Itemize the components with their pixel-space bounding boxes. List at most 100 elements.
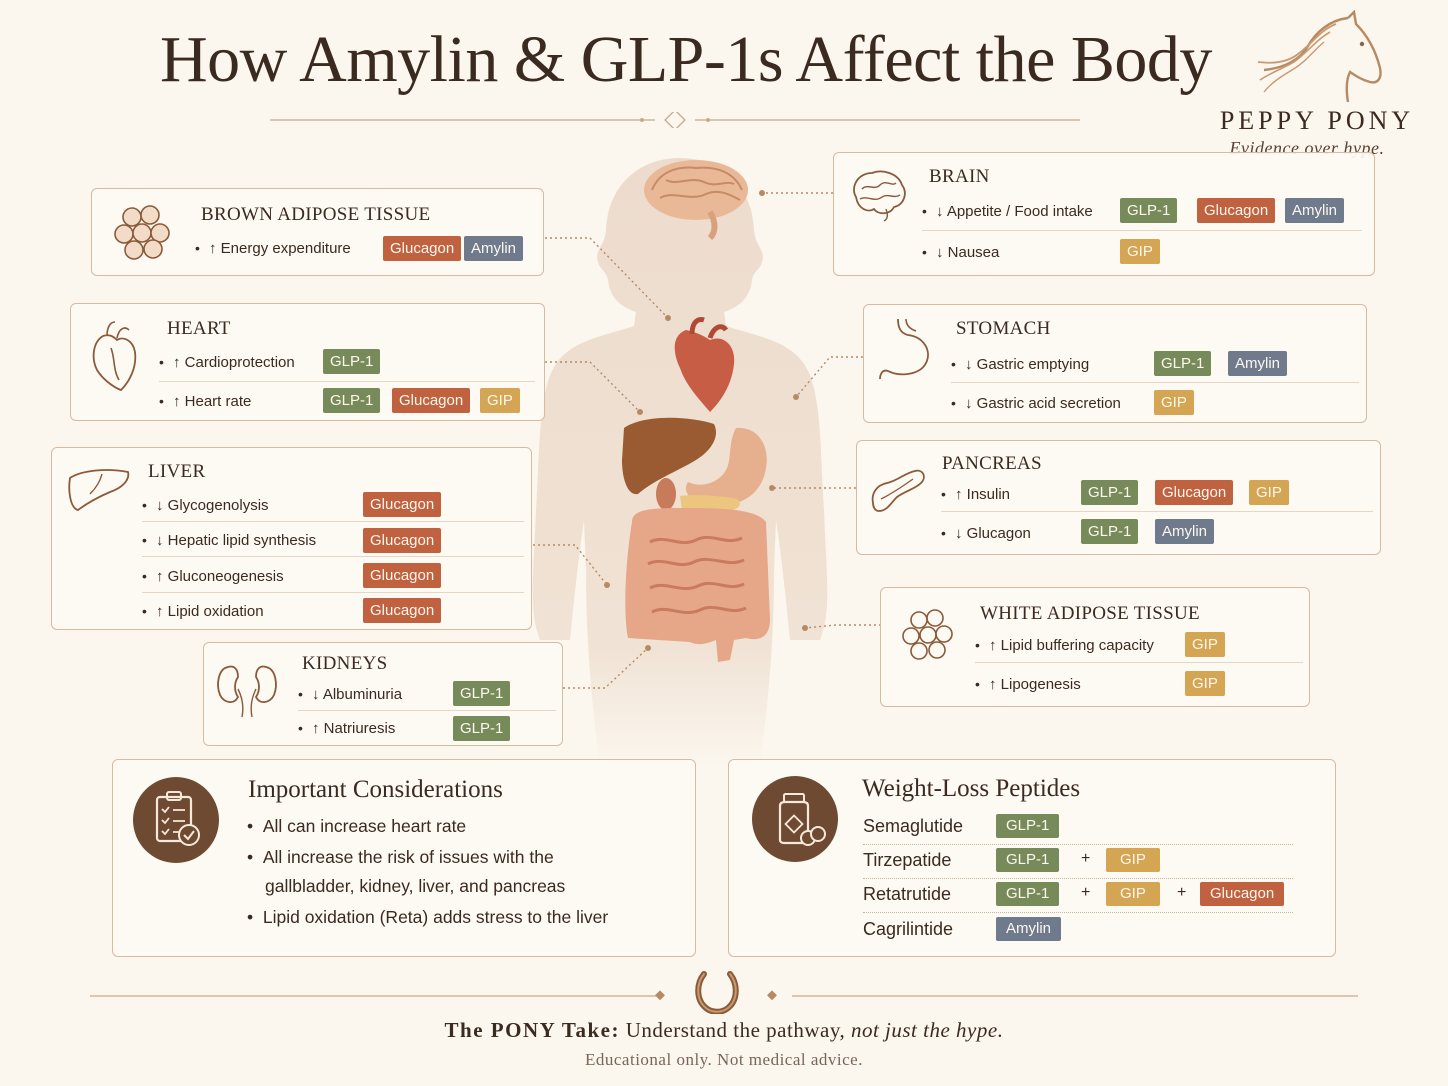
tag-glucagon: Glucagon [363,563,442,588]
tag-glucagon: Glucagon [383,236,462,261]
title-divider [270,112,1080,128]
tag-glucagon: Glucagon [363,492,442,517]
pancreas-icon [871,469,925,512]
heart-row: •↑ Cardioprotection [159,353,295,371]
pancreas-row: •↓ Glucagon [941,524,1031,542]
stomach-row: •↓ Gastric acid secretion [951,394,1121,412]
page-title: How Amylin & GLP-1s Affect the Body [160,23,1212,96]
row-divider [951,382,1359,383]
tag-glucagon: Glucagon [1200,882,1285,906]
white-adipose-row: •↑ Lipogenesis [975,675,1081,693]
pony-take-label: The PONY Take: [444,1018,620,1042]
liver-row: •↑ Lipid oxidation [142,602,264,620]
brain-title: BRAIN [929,166,990,187]
peptides-title: Weight-Loss Peptides [862,775,1081,802]
brain-icon [853,170,906,222]
considerations-card: Important Considerations • All can incre… [112,759,696,957]
tag-glucagon: Glucagon [363,598,442,623]
clipboard-check-icon [133,777,219,863]
plus-sign: + [1177,884,1187,901]
liver-row: •↓ Hepatic lipid synthesis [142,531,317,549]
row-divider [142,556,524,557]
heart-icon [92,321,137,392]
liver-title: LIVER [148,461,206,482]
row-divider [142,521,524,522]
white-adipose-title: WHITE ADIPOSE TISSUE [980,603,1200,624]
heart-title: HEART [167,318,231,339]
kidneys-title: KIDNEYS [302,653,388,674]
tag-glp1: GLP-1 [1081,519,1139,544]
pancreas-illustration [680,495,740,512]
consideration-item: • All can increase heart rate [247,816,467,836]
tag-gip: GIP [1106,848,1160,872]
tag-gip: GIP [1249,480,1289,505]
heart-row: •↑ Heart rate [159,392,252,410]
consideration-item: • All increase the risk of issues with t… [247,847,554,867]
peptide-name: Retatrutide [863,884,952,904]
liver-illustration [622,417,716,495]
brain-row: •↓ Nausea [922,243,1000,261]
tag-glp1: GLP-1 [1120,198,1178,223]
pony-take: The PONY Take: Understand the pathway, n… [0,1018,1448,1043]
row-divider [142,592,524,593]
tag-glp1: GLP-1 [1081,480,1139,505]
stomach-card: STOMACH •↓ Gastric emptying GLP-1 Amylin… [863,304,1367,423]
brand-name: PEPPY PONY [1219,106,1415,135]
consideration-item-continued: gallbladder, kidney, liver, and pancreas [265,876,566,896]
tag-gip: GIP [1106,882,1160,906]
fat-cells-icon [902,609,953,660]
tag-glp1: GLP-1 [996,814,1060,838]
considerations-title: Important Considerations [248,776,503,803]
tag-glucagon: Glucagon [1197,198,1276,223]
tag-glp1: GLP-1 [996,848,1060,872]
brown-adipose-card: BROWN ADIPOSE TISSUE •↑ Energy expenditu… [91,188,544,276]
pony-take-text: Understand the pathway, [625,1018,846,1042]
tag-glucagon: Glucagon [1155,480,1234,505]
tag-amylin: Amylin [1285,198,1345,223]
medicine-bottle-icon [752,776,838,862]
peptide-name: Semaglutide [863,816,964,836]
consideration-item: • Lipid oxidation (Reta) adds stress to … [247,907,609,927]
tag-amylin: Amylin [996,917,1062,941]
brain-row: •↓ Appetite / Food intake [922,202,1093,220]
heart-illustration [674,317,735,412]
row-divider [298,710,556,711]
kidneys-row: •↓ Albuminuria [298,685,403,703]
horseshoe-icon [695,971,739,1014]
white-adipose-card: WHITE ADIPOSE TISSUE •↑ Lipid buffering … [880,587,1310,707]
tag-gip: GIP [1185,632,1225,657]
pancreas-card: PANCREAS •↑ Insulin GLP-1 Glucagon GIP •… [856,440,1381,555]
peptide-name: Tirzepatide [863,850,952,870]
heart-card: HEART •↑ Cardioprotection GLP-1 •↑ Heart… [70,303,545,421]
white-adipose-row: •↑ Lipid buffering capacity [975,636,1154,654]
peptides-card: Weight-Loss Peptides Semaglutide GLP-1 T… [728,759,1336,957]
liver-row: •↑ Gluconeogenesis [142,567,284,585]
row-divider [159,381,535,382]
tag-amylin: Amylin [464,236,524,261]
plus-sign: + [1081,884,1091,901]
horse-logo-icon [1257,10,1382,103]
tag-glp1: GLP-1 [323,349,381,374]
intestines-illustration [625,508,770,662]
kidneys-icon [217,665,277,718]
pancreas-title: PANCREAS [942,453,1042,474]
brain-illustration [644,160,748,241]
row-divider [863,912,1293,913]
liver-icon [68,469,130,511]
kidney-illustration [656,478,676,510]
liver-row: •↓ Glycogenolysis [142,496,269,514]
stomach-title: STOMACH [956,318,1051,339]
tag-amylin: Amylin [1155,519,1215,544]
stomach-icon [879,318,929,379]
body-illustration [532,158,828,765]
row-divider [975,662,1303,663]
footer-divider [90,990,1358,1001]
tag-gip: GIP [1185,671,1225,696]
liver-card: LIVER •↓ Glycogenolysis Glucagon •↓ Hepa… [51,447,532,630]
tag-glp1: GLP-1 [323,388,381,413]
tag-gip: GIP [1154,390,1194,415]
tag-glp1: GLP-1 [1154,351,1212,376]
tag-glucagon: Glucagon [392,388,471,413]
tag-glucagon: Glucagon [363,528,442,553]
tag-glp1: GLP-1 [996,882,1060,906]
